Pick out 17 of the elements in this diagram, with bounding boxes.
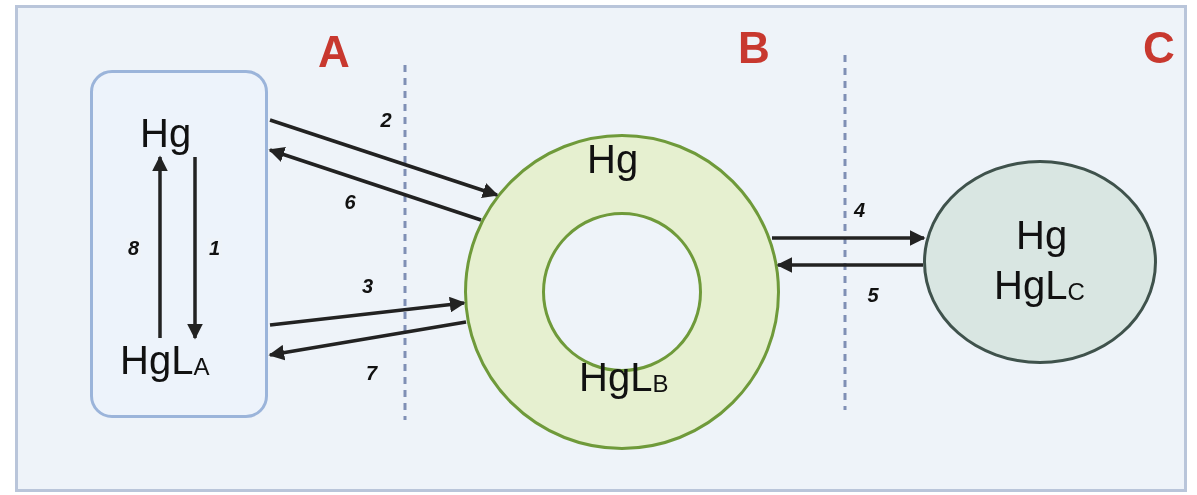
section-letter: B [738,26,770,70]
arrow [776,257,923,273]
arrow [187,157,203,340]
section-letter: C [1143,26,1175,70]
species-label: Hg [140,113,192,153]
edge-label: 3 [360,276,376,296]
arrow [772,230,926,246]
arrow [269,296,466,327]
section-letter: A [318,30,350,74]
arrow [152,155,168,338]
arrow [268,147,482,222]
species-label: Hg [587,139,639,179]
arrow [268,320,467,361]
edge-label: 4 [852,200,868,220]
arrow [269,118,499,199]
species-label: Hg [1016,215,1068,255]
rounded-box [90,70,268,418]
